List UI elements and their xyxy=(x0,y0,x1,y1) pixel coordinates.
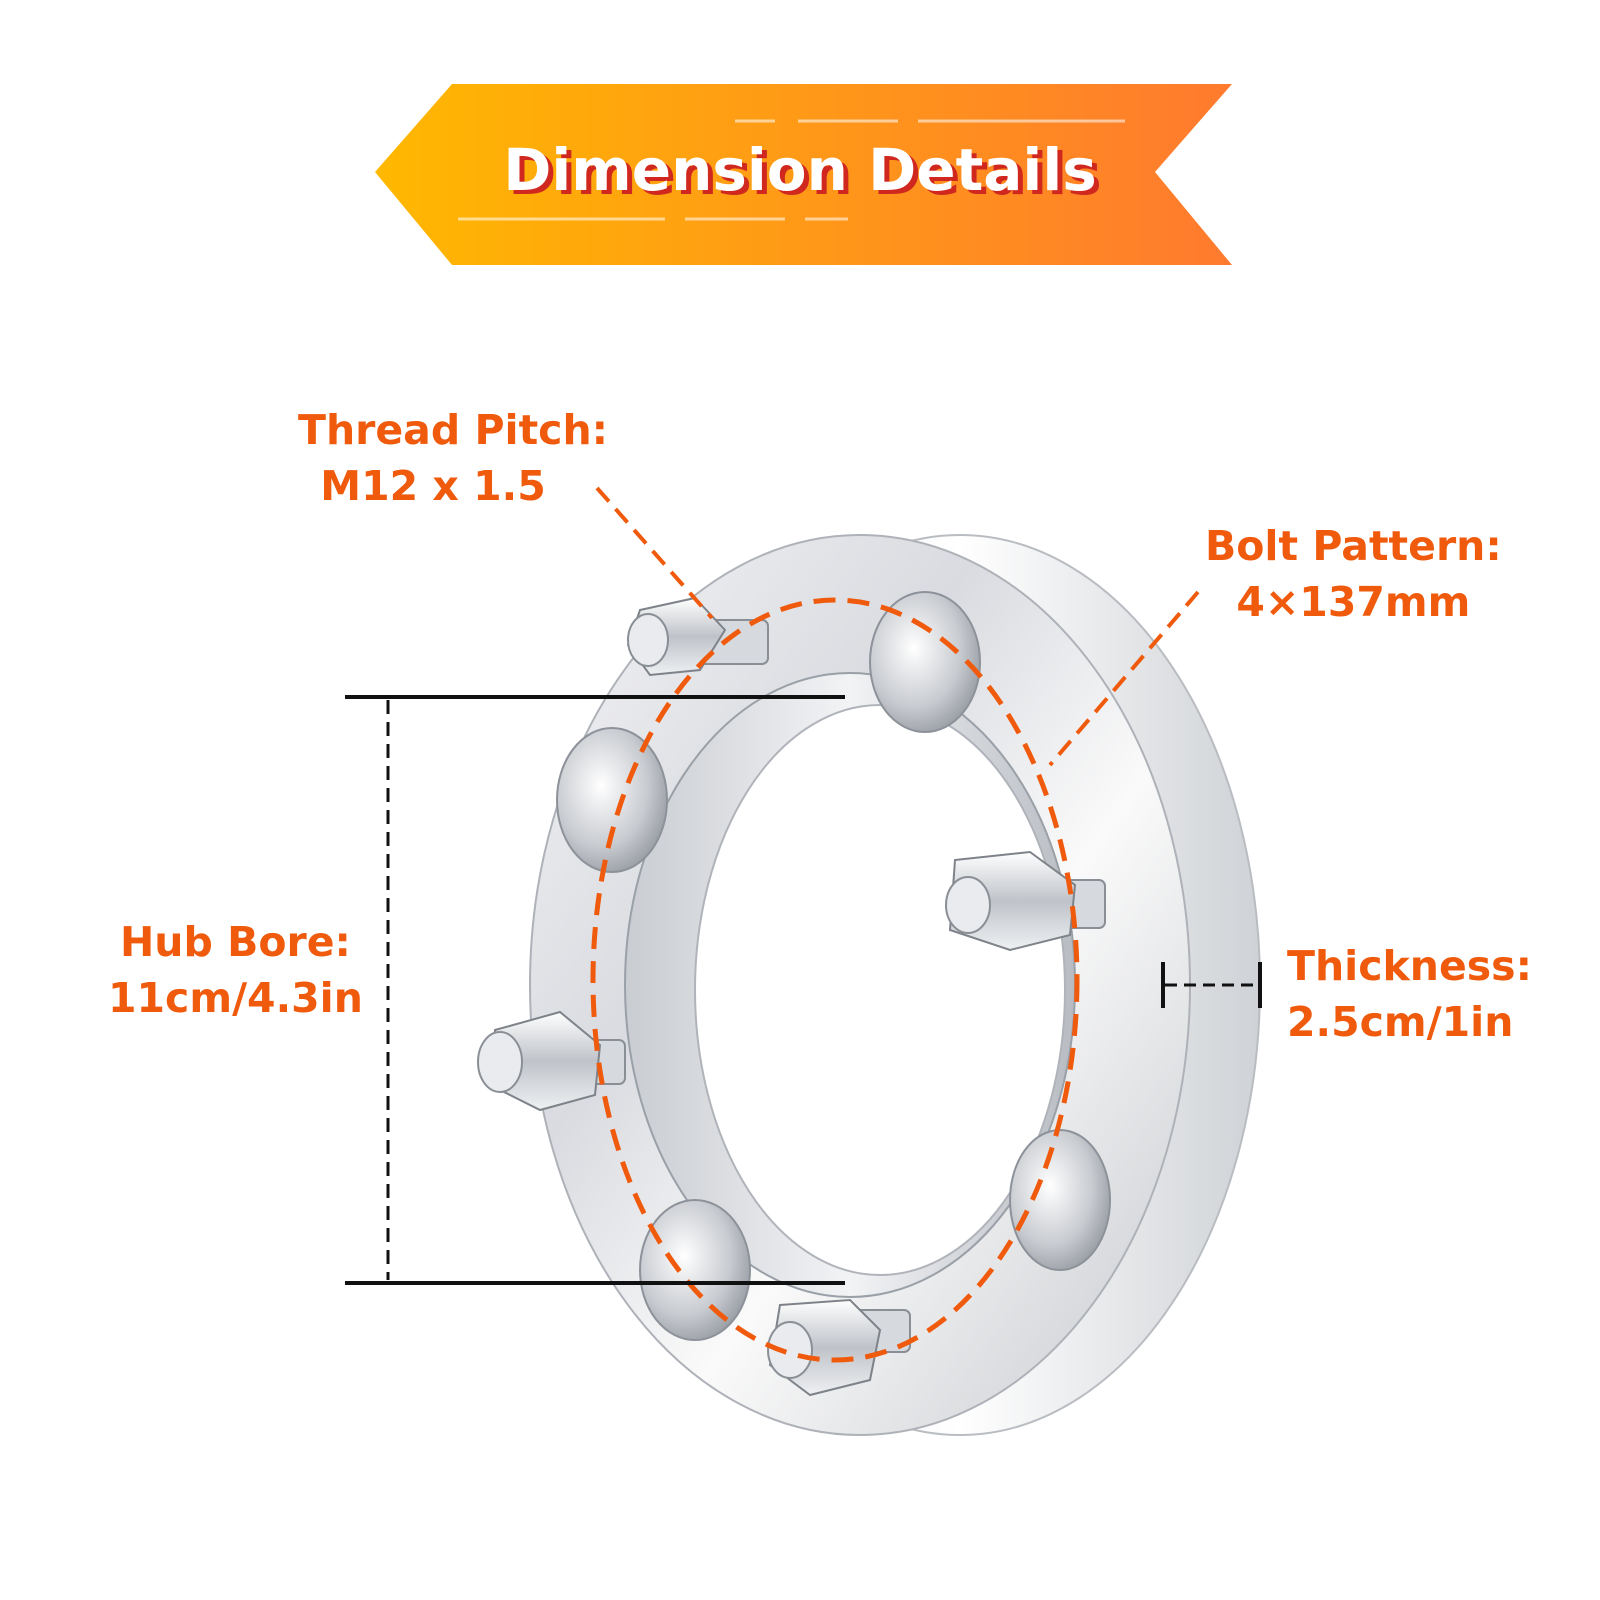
thread-pitch-name: Thread Pitch: xyxy=(298,406,609,454)
thickness-label: Thickness: 2.5cm/1in xyxy=(1287,938,1532,1050)
hub-bore-dimension xyxy=(345,695,845,1285)
thickness-dimension xyxy=(1161,962,1262,1008)
bolt-hole xyxy=(639,1199,751,1341)
hub-bore-name: Hub Bore: xyxy=(119,918,351,966)
banner-title: Dimension Details xyxy=(503,136,1097,204)
bolt-hole xyxy=(869,591,981,733)
thickness-value: 2.5cm/1in xyxy=(1287,998,1514,1046)
banner xyxy=(375,84,1232,265)
thread-pitch-label: Thread Pitch: M12 x 1.5 xyxy=(298,402,608,514)
bolt-pattern-leader xyxy=(1048,590,1200,767)
bolt-pattern-label: Bolt Pattern: 4×137mm xyxy=(1205,518,1502,630)
bolt-circle-dashed xyxy=(590,597,1080,1363)
thread-pitch-leader xyxy=(595,486,714,620)
bolt-holes xyxy=(556,591,1111,1341)
lug-nut xyxy=(767,1298,911,1397)
lug-nut xyxy=(945,850,1106,952)
lug-nut xyxy=(477,1010,626,1112)
banner-decor-lines xyxy=(458,119,1125,221)
wheel-spacer xyxy=(477,534,1261,1436)
hub-bore-opening xyxy=(694,704,1066,1276)
bolt-hole xyxy=(1009,1129,1111,1271)
thickness-name: Thickness: xyxy=(1287,942,1532,990)
bolt-pattern-value: 4×137mm xyxy=(1236,578,1471,626)
hub-bore-value: 11cm/4.3in xyxy=(108,974,363,1022)
bolt-pattern-name: Bolt Pattern: xyxy=(1205,522,1502,570)
thread-pitch-value: M12 x 1.5 xyxy=(320,462,546,510)
bolt-hole xyxy=(556,727,668,873)
hub-bore-label: Hub Bore: 11cm/4.3in xyxy=(108,914,363,1026)
